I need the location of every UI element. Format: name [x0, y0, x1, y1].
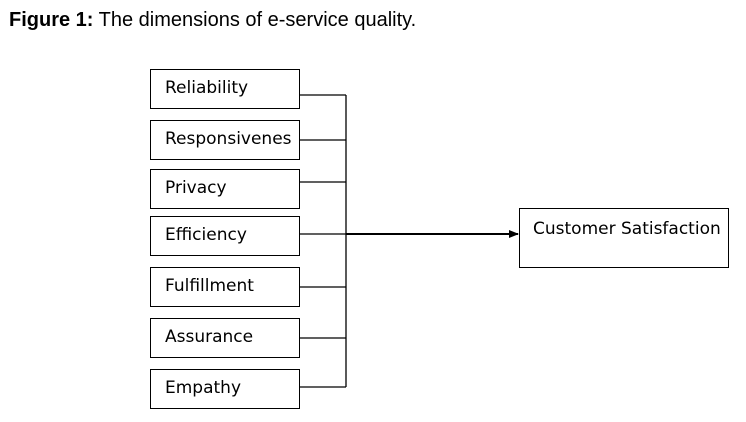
outcome-box-customer-satisfaction: Customer Satisfaction	[519, 208, 729, 268]
dimension-box-reliability: Reliability	[150, 69, 300, 109]
dimension-box-empathy: Empathy	[150, 369, 300, 409]
dimension-box-privacy: Privacy	[150, 169, 300, 209]
figure-title: The dimensions of e-service quality.	[98, 9, 417, 31]
figure-caption: Figure 1: The dimensions of e-service qu…	[9, 6, 416, 34]
dimension-box-responsivenes: Responsivenes	[150, 120, 300, 160]
dimension-box-assurance: Assurance	[150, 318, 300, 358]
dimension-box-fulfillment: Fulfillment	[150, 267, 300, 307]
dimension-box-efficiency: Efficiency	[150, 216, 300, 256]
figure-label: Figure 1:	[9, 9, 94, 31]
